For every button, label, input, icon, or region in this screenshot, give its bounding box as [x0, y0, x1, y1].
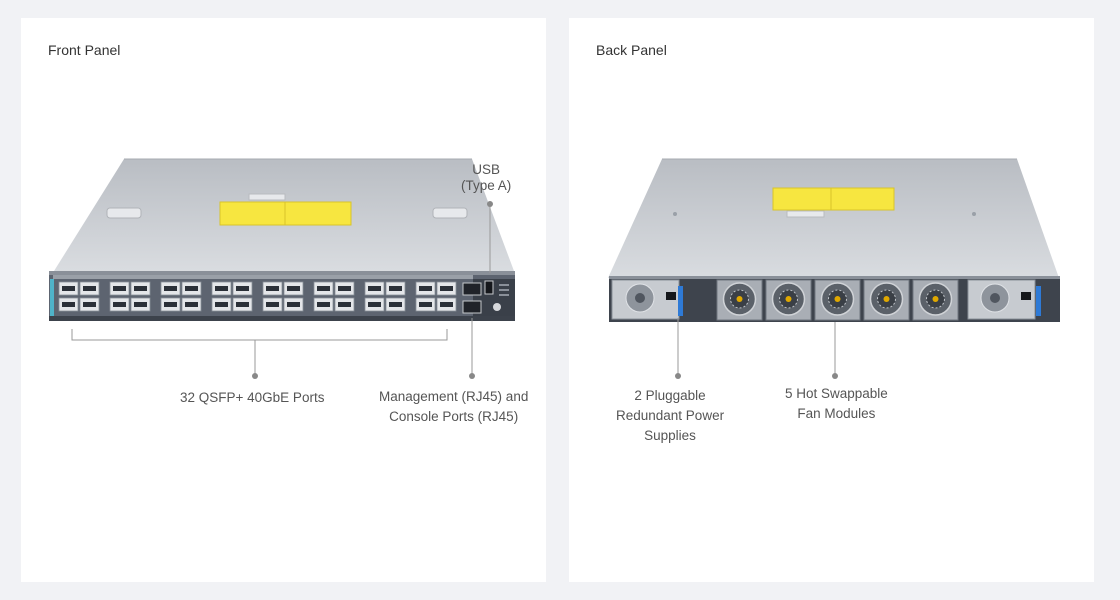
front-switch-illustration [49, 158, 515, 379]
back-panel-title: Back Panel [596, 42, 667, 58]
fan-module [765, 279, 812, 321]
fan-modules-label: 5 Hot Swappable Fan Modules [785, 386, 888, 421]
front-panel-card: Front Panel [21, 18, 546, 582]
back-switch-illustration [608, 158, 1060, 379]
back-chassis-lid [608, 159, 1059, 278]
fan-module [716, 279, 763, 321]
management-console-label: Management (RJ45) and Console Ports (RJ4… [379, 389, 529, 424]
management-block [462, 279, 515, 316]
power-supplies-label: 2 Pluggable Redundant Power Supplies [616, 388, 725, 443]
warning-sticker-back [772, 187, 895, 218]
front-panel-title: Front Panel [48, 42, 121, 58]
fan-modules [716, 279, 959, 321]
qsfp-ports-label: 32 QSFP+ 40GbE Ports [180, 390, 325, 405]
back-panel-card: Back Panel [569, 18, 1094, 582]
warning-sticker [219, 193, 352, 226]
fan-module [814, 279, 861, 321]
fan-module [912, 279, 959, 321]
qsfp-ports-grid [58, 281, 457, 312]
usb-label: USB (Type A) [461, 162, 512, 193]
usb-port [484, 280, 494, 295]
fan-module [863, 279, 910, 321]
psu-left [611, 279, 683, 320]
psu-right [967, 279, 1041, 320]
